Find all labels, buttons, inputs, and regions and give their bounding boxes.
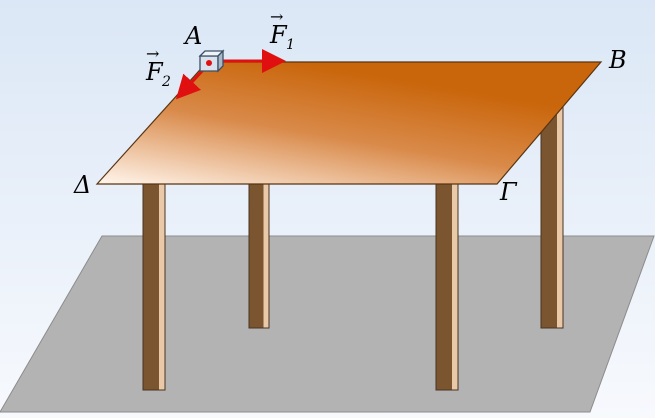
label-f1-subscript: 1 xyxy=(286,37,295,53)
table-leg-front-right xyxy=(435,181,459,391)
force-f2-arrow xyxy=(175,68,205,100)
label-force-f1: → F 1 xyxy=(269,7,295,53)
label-f2-subscript: 2 xyxy=(161,74,171,90)
force-application-point xyxy=(206,60,212,66)
label-f2-letter: F xyxy=(145,58,164,86)
label-corner-b: B xyxy=(608,46,627,74)
block xyxy=(198,49,225,73)
vector-arrow-f1: → xyxy=(270,7,283,26)
table-leg-back-left xyxy=(248,181,270,329)
label-corner-gamma: Γ xyxy=(499,178,518,206)
table-leg-front-left xyxy=(142,181,166,391)
label-f1-letter: F xyxy=(269,21,288,49)
label-corner-a: A xyxy=(183,22,202,50)
label-force-f2: → F 2 xyxy=(145,44,171,90)
vector-arrow-f2: → xyxy=(146,44,159,63)
label-corner-delta: Δ xyxy=(73,171,91,199)
table-leg-back-right xyxy=(540,105,564,329)
table-top xyxy=(95,61,603,185)
